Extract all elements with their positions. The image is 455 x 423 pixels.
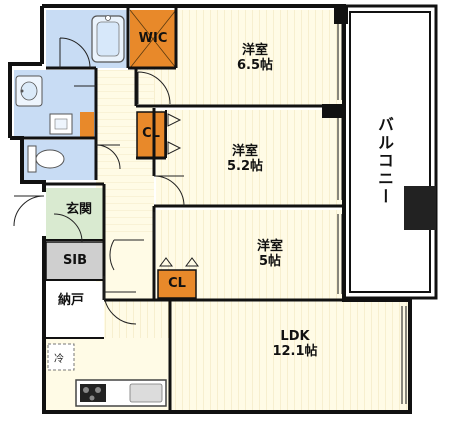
washing-machine-icon bbox=[49, 113, 73, 135]
bedroom-2-name: 洋室 bbox=[231, 144, 258, 159]
sib-label: SIB bbox=[62, 253, 88, 268]
ldk-name: LDK bbox=[280, 329, 310, 344]
closet-2 bbox=[157, 269, 197, 299]
wic bbox=[129, 9, 177, 69]
bedroom-3-label: 洋室 5帖 bbox=[215, 239, 325, 270]
door-swings bbox=[13, 37, 199, 325]
faucet-icon bbox=[105, 15, 111, 21]
closet-1-label: CL bbox=[142, 126, 160, 141]
kitchen-counter bbox=[75, 379, 167, 407]
bedroom-3-size: 5帖 bbox=[258, 253, 282, 269]
ldk-label: LDK 12.1帖 bbox=[240, 329, 350, 360]
wall-post bbox=[334, 6, 348, 24]
closet-2-label: CL bbox=[168, 276, 186, 291]
washbasin-icon bbox=[15, 75, 43, 107]
pantry-label: 納戸 bbox=[57, 293, 84, 308]
bedroom-2 bbox=[156, 110, 342, 206]
linen-closet bbox=[80, 112, 94, 138]
balcony bbox=[342, 4, 438, 300]
toilet-icon bbox=[27, 145, 65, 173]
fridge-space bbox=[47, 343, 75, 371]
bedroom-2-size: 5.2帖 bbox=[226, 158, 264, 174]
wic-label: WIC bbox=[138, 31, 168, 46]
bedroom-1-size: 6.5帖 bbox=[236, 57, 274, 73]
pantry bbox=[46, 282, 104, 338]
bedroom-1-label: 洋室 6.5帖 bbox=[200, 43, 310, 74]
bedroom-3-name: 洋室 bbox=[256, 239, 283, 254]
wall-post bbox=[322, 104, 344, 118]
ldk-size: 12.1帖 bbox=[272, 343, 318, 359]
fridge-label: 冷 bbox=[54, 354, 64, 365]
bathtub-basin bbox=[96, 21, 120, 57]
balcony-label: バルコニー bbox=[375, 116, 394, 206]
bedroom-2-label: 洋室 5.2帖 bbox=[190, 144, 300, 175]
bedroom-1-name: 洋室 bbox=[241, 43, 268, 58]
hallway-lower bbox=[104, 238, 154, 300]
entrance-label: 玄関 bbox=[65, 202, 92, 217]
